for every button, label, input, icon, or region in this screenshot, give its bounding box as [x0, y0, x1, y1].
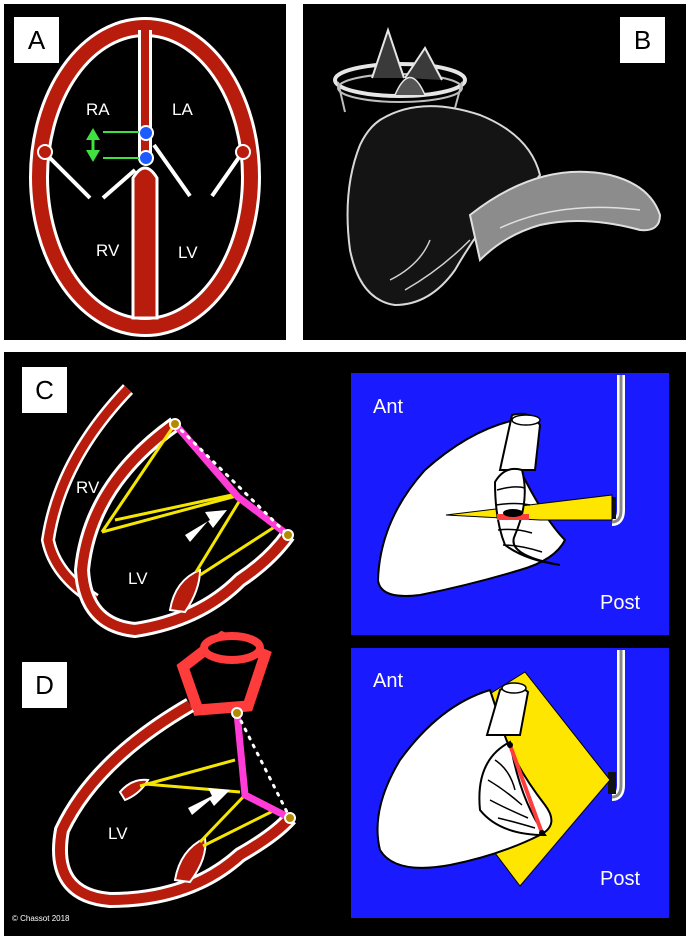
label-lv-a: LV: [178, 243, 198, 262]
echo-view-c: [376, 375, 625, 597]
label-rv-c: RV: [76, 478, 100, 497]
copyright-note: © Chassot 2018: [12, 914, 70, 923]
label-lv-d: LV: [108, 824, 128, 843]
label-la: LA: [172, 100, 193, 119]
label-post-d: Post: [600, 868, 640, 890]
label-rv-a: RV: [96, 241, 120, 260]
label-lv-c: LV: [128, 569, 148, 588]
lv-long-axis-d: [52, 630, 296, 909]
mitral-marker: [138, 150, 154, 166]
tricuspid-marker: [138, 125, 154, 141]
label-post-c: Post: [600, 592, 640, 614]
panel-tag-b: B: [620, 17, 665, 63]
panel-tag-a: A: [14, 17, 59, 63]
label-ant-c: Ant: [373, 396, 403, 418]
label-ra: RA: [86, 100, 110, 119]
four-chamber-heart: [29, 17, 261, 337]
panel-tag-d: D: [22, 662, 67, 708]
lv-long-axis-c: [40, 384, 295, 639]
echo-view-d: [376, 650, 625, 887]
panel-tag-c: C: [22, 367, 67, 413]
label-ant-d: Ant: [373, 670, 403, 692]
mitral-valve-illustration: [333, 26, 662, 307]
